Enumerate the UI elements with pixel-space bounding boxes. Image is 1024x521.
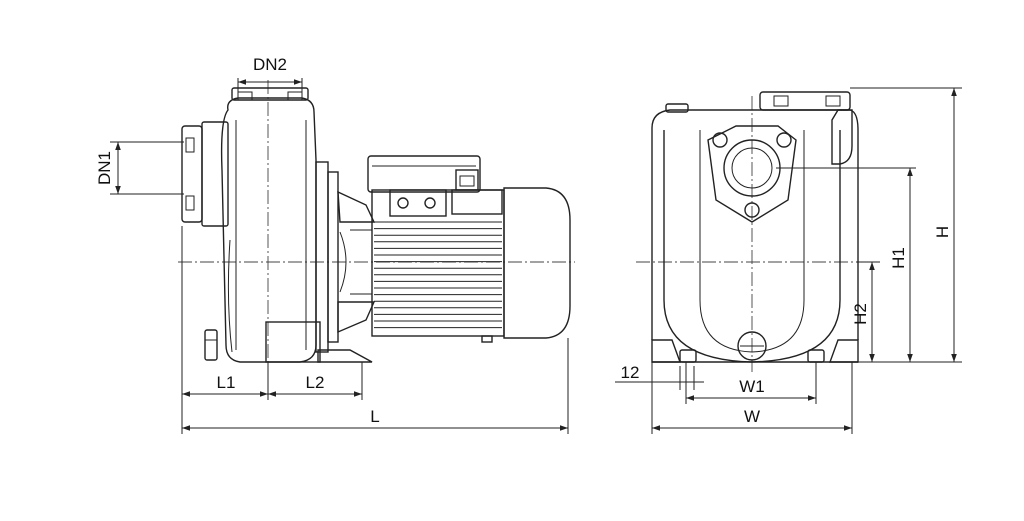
label-l2: L2 — [306, 373, 325, 392]
suction-flange — [181, 121, 229, 227]
label-12: 12 — [621, 363, 640, 382]
front-top-port — [759, 91, 853, 165]
label-h2: H2 — [851, 303, 870, 325]
discharge-port — [231, 87, 309, 101]
label-h: H — [933, 226, 952, 238]
side-base-foot — [265, 321, 321, 363]
label-l1: L1 — [217, 373, 236, 392]
terminal-box — [367, 155, 503, 217]
motor-bracket — [315, 161, 376, 353]
label-dn2: DN2 — [253, 55, 287, 74]
drain-plug-side — [204, 329, 218, 361]
fan-cover — [503, 187, 571, 339]
label-w1: W1 — [739, 377, 765, 396]
motor-foot — [317, 349, 373, 363]
label-l: L — [370, 407, 379, 426]
side-view: DN2 DN1 L1 L2 L — [95, 55, 575, 434]
front-casing — [651, 103, 859, 363]
drain-plug-front — [737, 331, 767, 361]
motor-body — [371, 189, 505, 337]
label-dn1: DN1 — [95, 151, 114, 185]
dn1-dimension: DN1 — [95, 141, 184, 195]
width-dimensions: 12 W1 W — [615, 362, 853, 434]
front-flange — [707, 125, 797, 223]
height-dimensions: H H1 H2 — [776, 87, 962, 363]
front-view: H H1 H2 12 W1 W — [615, 87, 962, 434]
label-w: W — [744, 407, 760, 426]
dn2-dimension: DN2 — [237, 55, 303, 92]
length-dimensions: L1 L2 L — [181, 226, 569, 434]
label-h1: H1 — [889, 247, 908, 269]
